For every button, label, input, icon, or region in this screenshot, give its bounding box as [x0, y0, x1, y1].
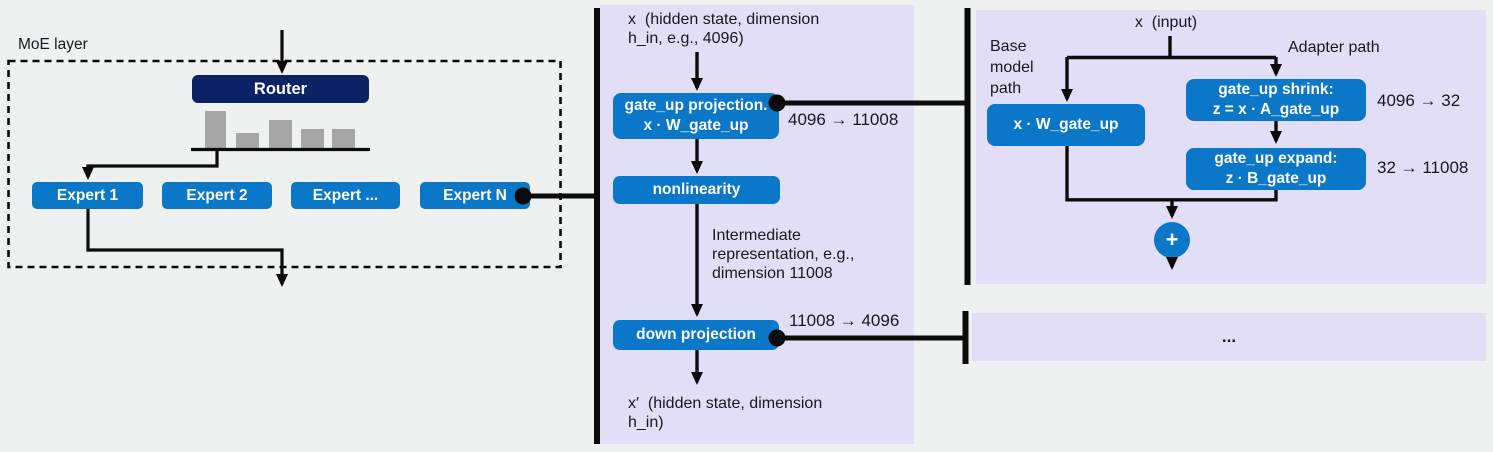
- expert1-output-arrow: [86, 209, 288, 287]
- plus-icon: +: [1165, 227, 1179, 252]
- router-box: Router: [192, 75, 369, 103]
- gate-up-dims-label: 4096 → 11008: [788, 110, 899, 129]
- router-label: Router: [253, 79, 308, 98]
- intermediate-representation-label: Intermediate representation, e.g., dimen…: [712, 227, 855, 282]
- router-score-bar: [236, 133, 259, 149]
- expert-ellipsis-label: Expert ...: [312, 186, 379, 204]
- gate-up-projection-label: gate_up projection. x · W_gate_up: [624, 97, 768, 134]
- sum-node: +: [1154, 222, 1190, 258]
- down-projection-box: down projection: [613, 320, 779, 350]
- shrink-dims-label: 4096 → 32: [1377, 91, 1461, 110]
- gate-up-projection-box: gate_up projection. x · W_gate_up: [613, 93, 779, 139]
- expert-2-label: Expert 2: [186, 186, 248, 204]
- base-gate-up-label: x · W_gate_up: [1013, 116, 1119, 133]
- ellipsis-label: ...: [1221, 327, 1237, 346]
- expand-dims-label: 32 → 11008: [1377, 158, 1469, 177]
- router-score-bar: [205, 111, 226, 149]
- adapter-input-label: x (input): [1134, 14, 1198, 31]
- hidden-state-output-label: x′ (hidden state, dimension h_in): [628, 395, 823, 431]
- more-projections-panel: ...: [972, 313, 1486, 361]
- base-gate-up-box: x · W_gate_up: [987, 104, 1145, 146]
- router-score-bar: [332, 129, 355, 149]
- nonlinearity-box: nonlinearity: [613, 176, 780, 204]
- expert-ellipsis-box: Expert ...: [291, 182, 400, 209]
- gate-up-shrink-label: gate_up shrink: z = x · A_gate_up: [1212, 81, 1340, 118]
- base-model-path-label: Base model path: [990, 38, 1034, 97]
- router-score-bar: [301, 129, 324, 149]
- expert-1-box: Expert 1: [32, 182, 143, 209]
- expert-1-label: Expert 1: [56, 186, 119, 204]
- expert-n-box: Expert N: [420, 182, 530, 209]
- hidden-state-input-label: x (hidden state, dimension h_in, e.g., 4…: [628, 11, 820, 47]
- router-score-bar: [269, 120, 292, 149]
- expert-n-label: Expert N: [443, 186, 507, 204]
- down-dims-label: 11008 → 4096: [789, 311, 900, 330]
- expert-2-box: Expert 2: [162, 182, 272, 209]
- moe-layer-title: MoE layer: [18, 36, 88, 53]
- expert-detail-panel: [600, 5, 914, 444]
- gate-up-expand-label: gate_up expand: z · B_gate_up: [1214, 150, 1338, 187]
- router-to-expert1-arrow: [82, 150, 219, 180]
- down-projection-label: down projection: [636, 326, 756, 343]
- adapter-path-label: Adapter path: [1288, 39, 1380, 56]
- adapter-detail-panel: [976, 10, 1486, 284]
- gate-up-expand-box: gate_up expand: z · B_gate_up: [1186, 148, 1366, 190]
- nonlinearity-label: nonlinearity: [652, 181, 741, 198]
- gate-up-shrink-box: gate_up shrink: z = x · A_gate_up: [1186, 79, 1366, 121]
